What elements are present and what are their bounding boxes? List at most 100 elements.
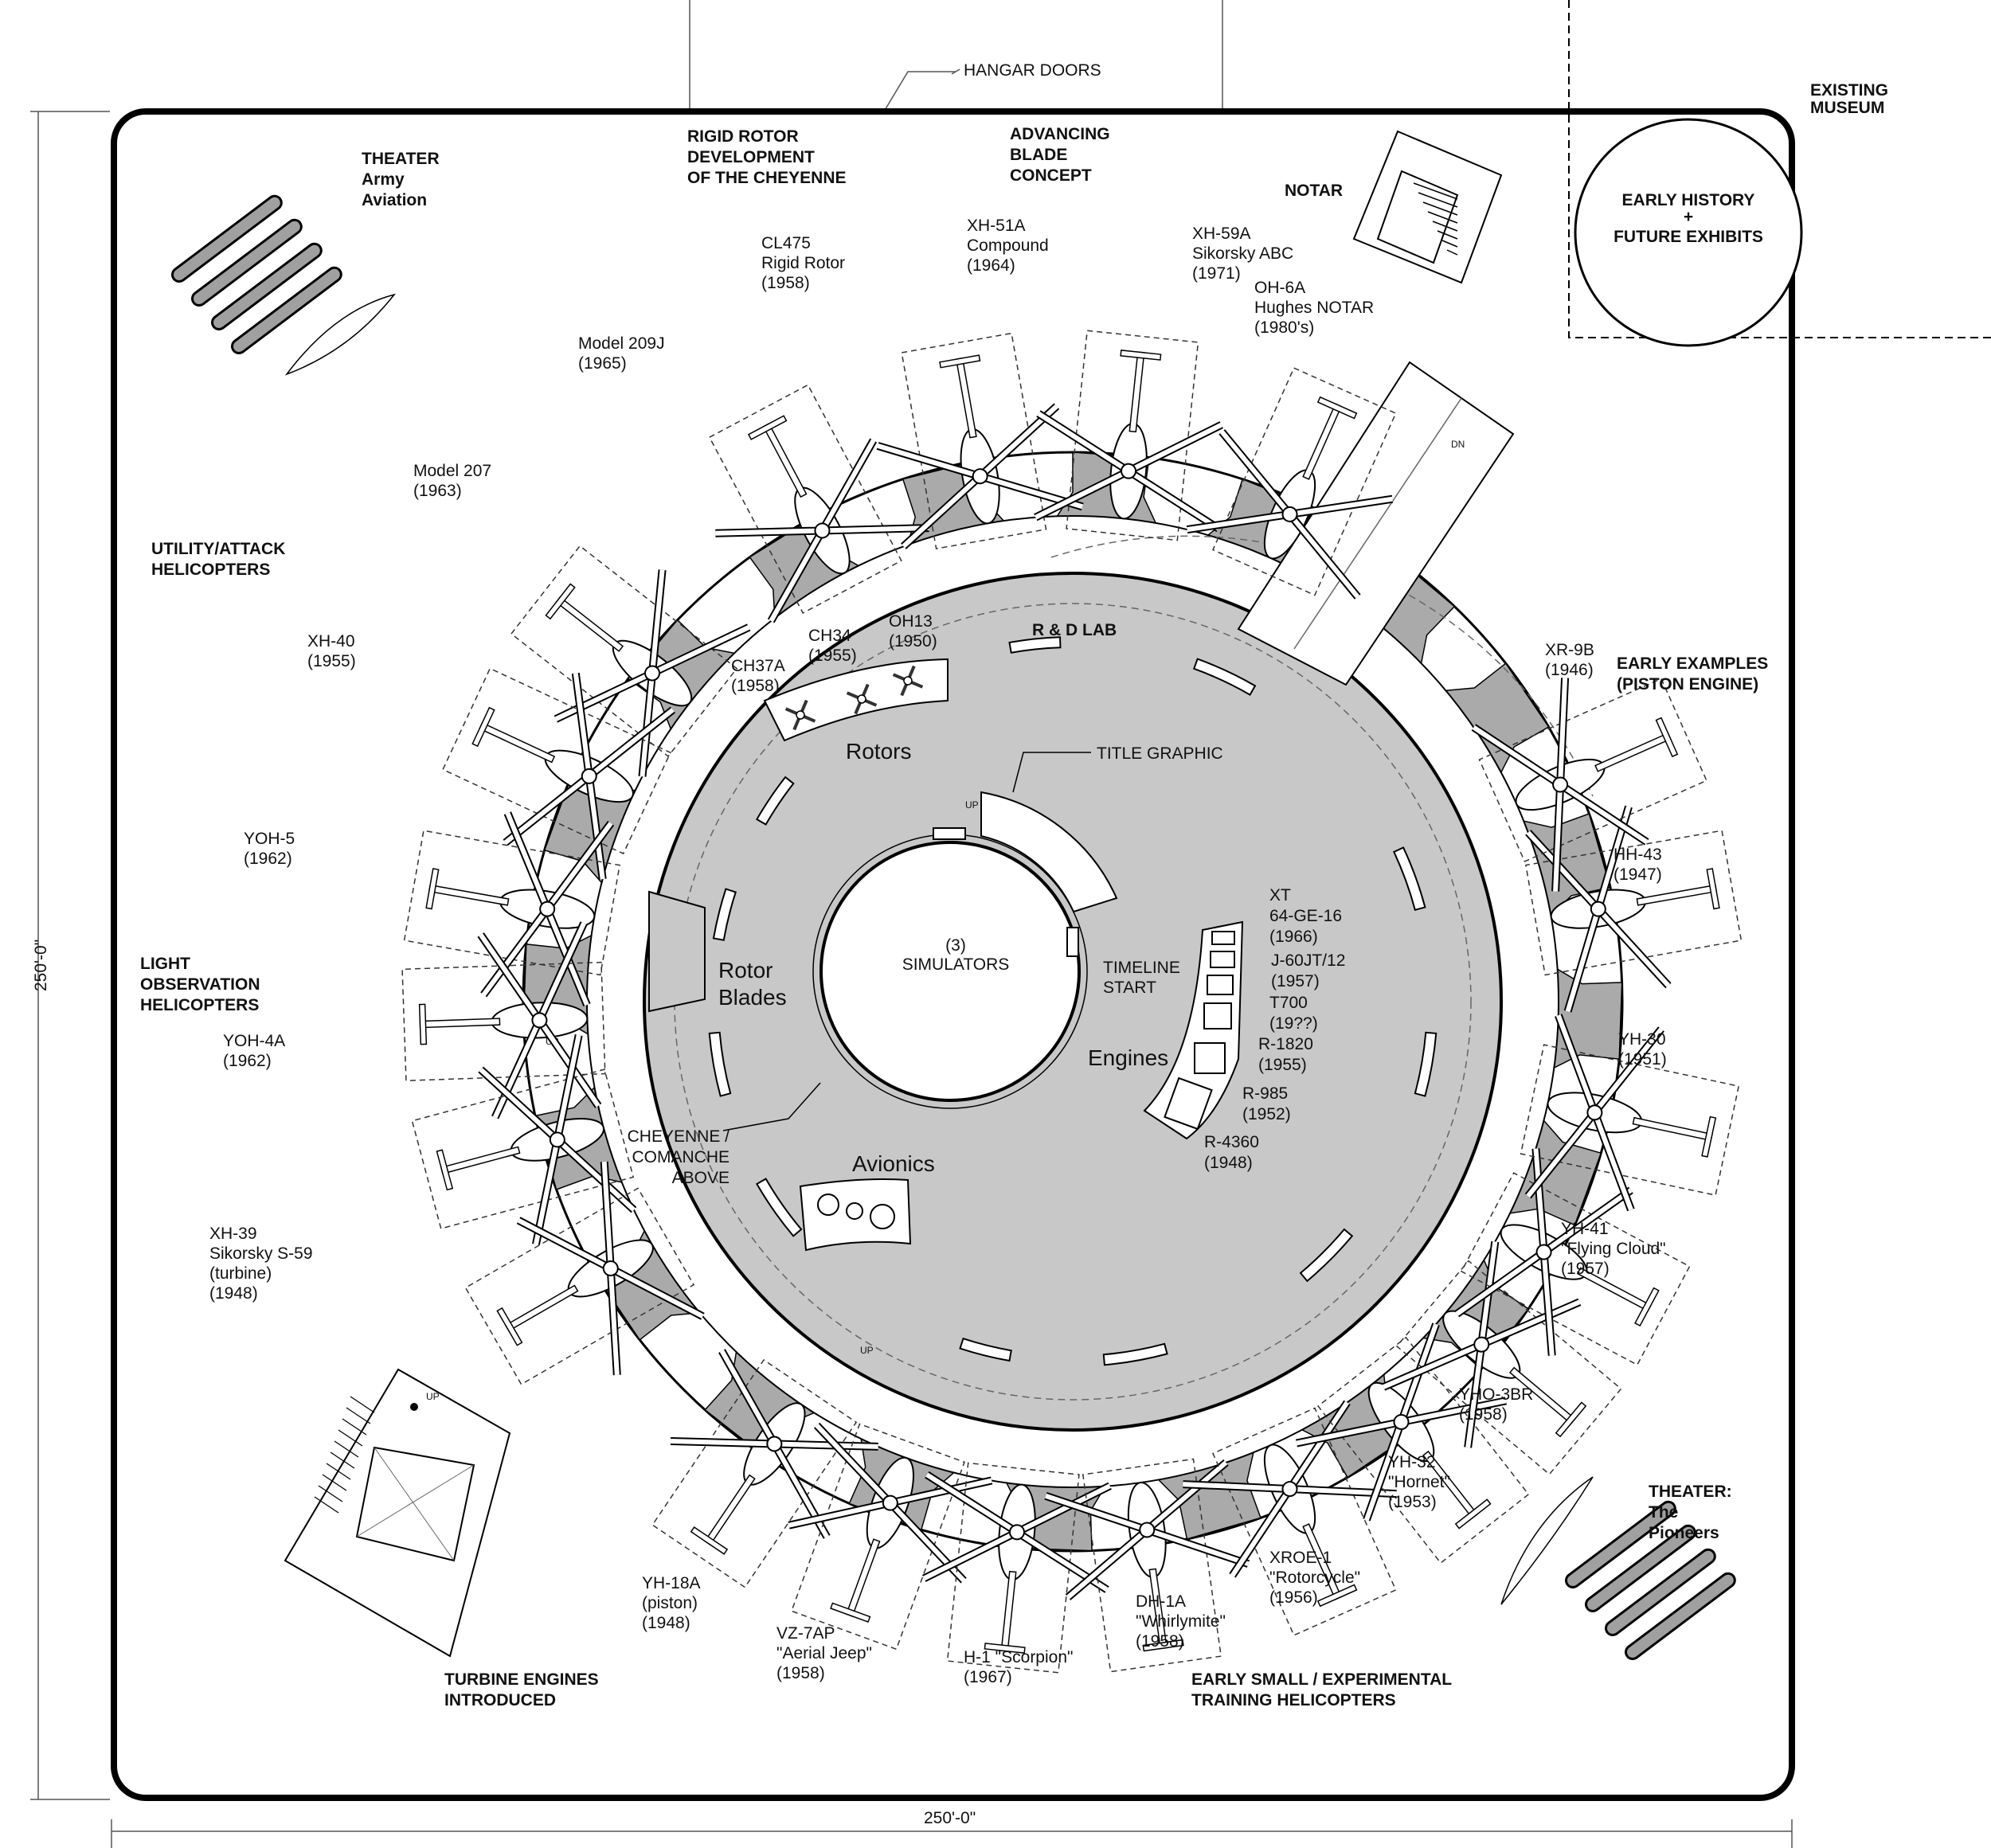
lab-wall — [712, 888, 737, 941]
aircraft-label-yho3br-line-2: (1958) — [1459, 1405, 1508, 1424]
cheyenne-label-1: CHEYENNE / — [628, 1127, 730, 1146]
section-rigid-rotor-line-1: RIGID ROTOR — [687, 127, 799, 146]
cheyenne-label-3: ABOVE — [672, 1169, 730, 1187]
lab-wall — [1299, 1228, 1354, 1283]
simulators-label-1: (3) — [945, 936, 966, 955]
aircraft-label-vz7ap-line-1: VZ-7AP — [776, 1624, 835, 1643]
aircraft-label-hh43-line-1: HH-43 — [1614, 846, 1662, 864]
aircraft-label-yh18a-line-1: YH-18A — [642, 1574, 701, 1592]
rotor-sample-icon — [892, 665, 924, 697]
section-theater-army-line-3: Aviation — [362, 191, 427, 209]
lab-wall — [1392, 846, 1426, 912]
section-theater-pioneers-line-1: THEATER: — [1649, 1483, 1732, 1501]
section-early-examples-line-1: EARLY EXAMPLES — [1617, 654, 1768, 673]
aircraft-label-yh32-line-3: (1953) — [1388, 1493, 1437, 1511]
aircraft-label-h1-line-2: (1967) — [964, 1668, 1012, 1686]
simulator-atrium — [819, 841, 1081, 1102]
aircraft-label-model209j-line-2: (1965) — [578, 354, 627, 373]
stair-up-label-lab: UP — [860, 1345, 874, 1356]
aircraft-label-hh43-line-2: (1947) — [1614, 865, 1662, 884]
section-rigid-rotor-line-3: OF THE CHEYENNE — [687, 169, 847, 187]
section-theater-army-line-1: THEATER — [362, 150, 440, 168]
aircraft-label-h1-line-1: H-1 "Scorpion" — [964, 1648, 1073, 1666]
early-history-circle — [1574, 118, 1803, 347]
section-theater-pioneers-line-2: The — [1649, 1503, 1678, 1522]
helicopter-silhouette — [1520, 1014, 1740, 1212]
stair-sw — [284, 1368, 511, 1658]
aircraft-label-oh6a-line-2: Hughes NOTAR — [1254, 299, 1374, 317]
engines-title: Engines — [1088, 1045, 1168, 1070]
avionics-display-2 — [846, 1202, 863, 1220]
lab-wall-segments — [708, 636, 1438, 1366]
lab-wall — [708, 1031, 732, 1097]
aircraft-label-yh30-line-2: (1951) — [1618, 1050, 1667, 1069]
stair-dn-label: DN — [1451, 439, 1465, 450]
engine-label-t700-line-2: (19??) — [1269, 1014, 1318, 1033]
aircraft-label-yh41-line-1: YH-41 — [1561, 1220, 1609, 1238]
section-early-small-line-1: EARLY SMALL / EXPERIMENTAL — [1191, 1670, 1452, 1689]
section-turbine-engines-line-2: INTRODUCED — [444, 1691, 556, 1709]
aircraft-label-xh39-line-3: (turbine) — [209, 1264, 272, 1283]
engine-label-r4360-line-1: R-4360 — [1204, 1133, 1259, 1151]
helicopter-silhouette — [464, 1161, 705, 1385]
aircraft-label-xr9b-line-2: (1946) — [1545, 661, 1594, 679]
aircraft-label-model209j-line-1: Model 209J — [578, 334, 665, 353]
rotor-sample-icon — [846, 683, 878, 715]
rotor-blades-panel — [648, 890, 706, 1013]
aircraft-label-cl475-line-1: CL475 — [761, 234, 811, 252]
engine-label-xt64-line-3: (1966) — [1269, 928, 1318, 946]
hangar-doors-label: HANGAR DOORS — [964, 61, 1101, 80]
width-dimension: 250'-0" — [924, 1809, 976, 1827]
aircraft-label-xroe1-line-2: "Rotorcycle" — [1269, 1569, 1360, 1587]
aircraft-label-vz7ap-line-2: "Aerial Jeep" — [776, 1644, 872, 1662]
section-utility-attack-line-1: UTILITY/ATTACK — [151, 540, 285, 558]
existing-museum-title-line-1: EXISTING — [1810, 81, 1888, 100]
helicopter-silhouette — [1183, 1400, 1397, 1636]
aircraft-label-xh39-line-1: XH-39 — [209, 1225, 257, 1243]
engine-label-t700-line-1: T700 — [1269, 994, 1308, 1012]
aircraft-label-xh59a-line-1: XH-59A — [1192, 225, 1251, 243]
stair-up-dot — [410, 1403, 418, 1411]
section-light-observation-line-1: LIGHT — [140, 955, 190, 973]
aircraft-label-xh51a-line-3: (1964) — [967, 256, 1015, 275]
section-advancing-blade-line-2: BLADE — [1010, 146, 1067, 164]
rotor-blades-title-1: Rotor — [718, 958, 773, 983]
theater-pioneers-screen — [1500, 1476, 1594, 1605]
timeline-start-marker — [1066, 927, 1079, 957]
title-graphic-label: TITLE GRAPHIC — [1097, 744, 1223, 763]
aircraft-label-xh39-line-4: (1948) — [209, 1284, 258, 1303]
simulators-label-2: SIMULATORS — [902, 955, 1010, 974]
aircraft-label-xr9b-line-1: XR-9B — [1545, 641, 1594, 659]
aircraft-label-xh59a-line-2: Sikorsky ABC — [1192, 244, 1293, 263]
aircraft-label-yho3br-line-1: YHO-3BR — [1459, 1385, 1533, 1404]
dimension-lines — [30, 0, 1793, 1848]
section-advancing-blade-line-3: CONCEPT — [1010, 166, 1092, 185]
stair-ramp-ne — [1237, 361, 1515, 686]
helicopter-silhouette — [1034, 330, 1223, 541]
section-light-observation-line-3: HELICOPTERS — [140, 996, 259, 1014]
rotor-label-ch34-line-2: (1955) — [808, 647, 857, 665]
aircraft-label-model207-line-1: Model 207 — [413, 462, 491, 480]
lab-wall — [1192, 658, 1257, 696]
section-notar-line-1: NOTAR — [1285, 182, 1343, 200]
engine-label-xt64-line-2: 64-GE-16 — [1269, 907, 1342, 925]
aircraft-label-yh18a-line-2: (piston) — [642, 1594, 698, 1612]
lab-wall — [755, 1178, 803, 1237]
height-dimension: 250'-0" — [32, 940, 50, 991]
engine-label-j60-line-2: (1957) — [1271, 972, 1320, 990]
early-history-text-3: FUTURE EXHIBITS — [1614, 228, 1763, 246]
aircraft-label-oh6a-line-1: OH-6A — [1254, 279, 1305, 297]
section-light-observation-line-2: OBSERVATION — [140, 975, 260, 994]
section-advancing-blade-line-1: ADVANCING — [1010, 125, 1110, 143]
lab-wall — [959, 1337, 1012, 1362]
aircraft-label-xh51a-line-1: XH-51A — [967, 217, 1026, 235]
aircraft-label-xh39-line-2: Sikorsky S-59 — [209, 1244, 313, 1263]
notar-stair — [1352, 130, 1503, 284]
helicopter-silhouette — [788, 1422, 993, 1651]
lab-wall — [1008, 636, 1062, 654]
helicopter-silhouette — [1186, 367, 1397, 600]
rotor-sample-icon — [784, 699, 816, 731]
existing-museum-boundary — [1568, 0, 1991, 338]
